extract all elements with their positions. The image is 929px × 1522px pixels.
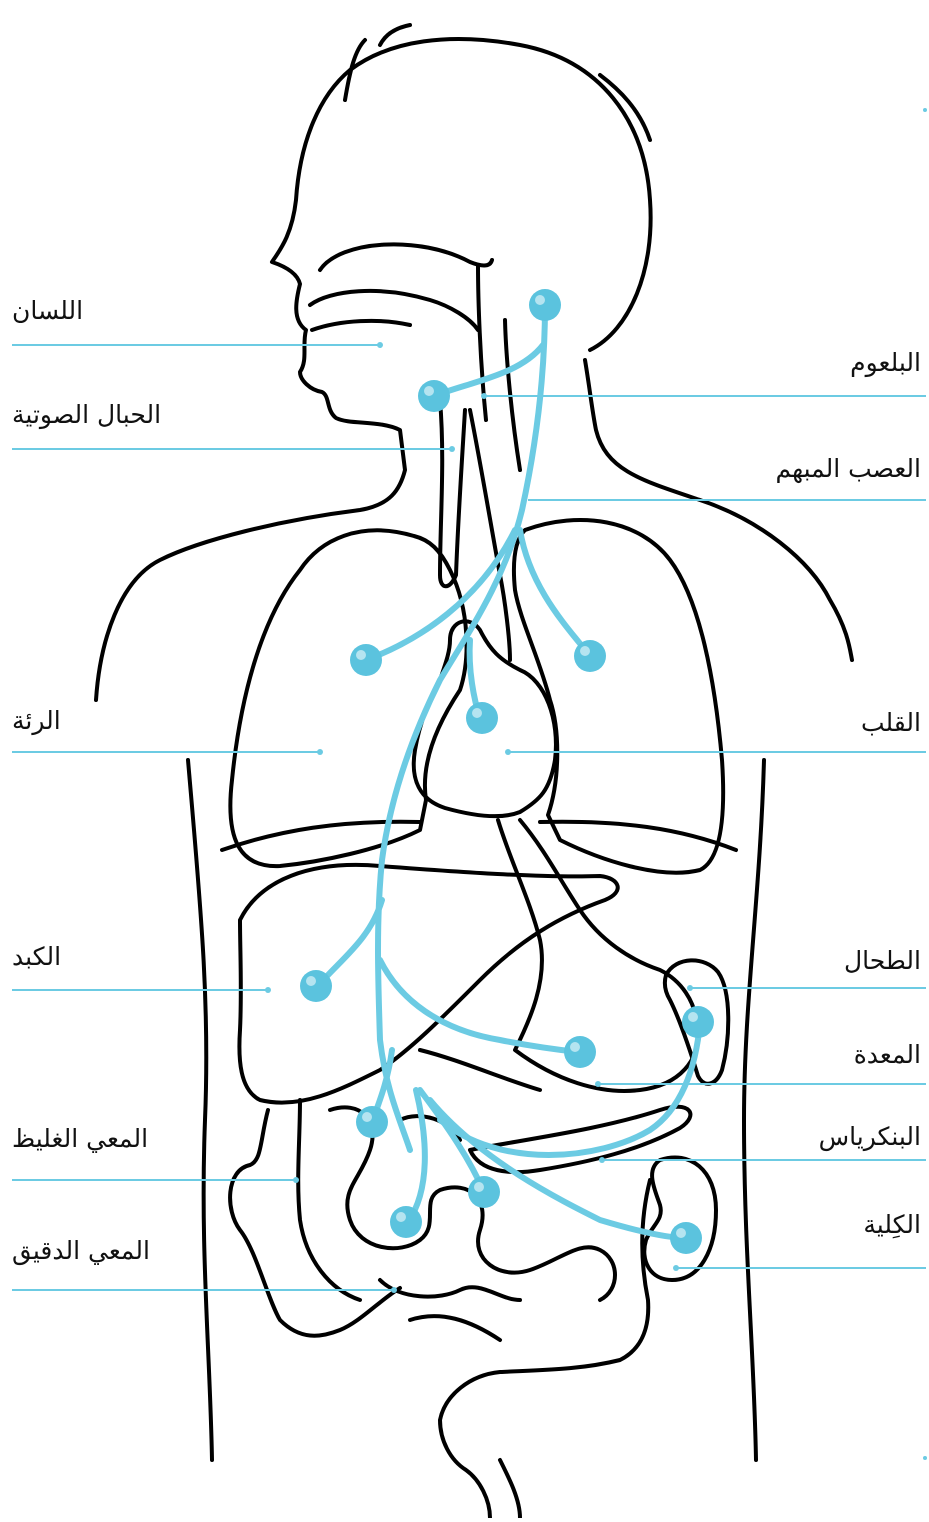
label-spleen: الطحال [844, 948, 921, 973]
vagus-nerve-branches [318, 305, 700, 1238]
right-torso-outline [744, 760, 764, 1460]
nerve-node-stomach [564, 1036, 596, 1068]
nerve-node-spleen [682, 1006, 714, 1038]
nasal-cavity-outline [310, 244, 492, 330]
body-outline [96, 25, 852, 1518]
leader-dot-vocal-cords [449, 446, 455, 452]
label-large-intestine: المعي الغليظ [12, 1126, 148, 1151]
left-torso-outline [188, 760, 212, 1460]
leader-dot-kidney [673, 1265, 679, 1271]
nerve-branch-stomach [380, 960, 578, 1052]
label-heart: القلب [861, 710, 921, 735]
nerve-nodes [300, 289, 714, 1254]
label-liver: الكبد [12, 944, 61, 969]
nerve-node-pancreas [468, 1176, 500, 1208]
nerve-node-colon [356, 1106, 388, 1138]
leader-dot-lung [317, 749, 323, 755]
leader-dot-esophagus [481, 393, 487, 399]
nerve-node-small-intestine [390, 1206, 422, 1238]
leader-dot-spleen [687, 985, 693, 991]
nerve-node-brainstem [529, 289, 561, 321]
stomach-outline [498, 820, 698, 1091]
nerve-branch-small-intestine [408, 1090, 425, 1222]
diaphragm-outline [222, 822, 736, 850]
label-esophagus: البلعوم [850, 350, 921, 375]
leader-dot-tongue [377, 342, 383, 348]
label-kidney: الكِلية [863, 1212, 921, 1237]
leader-lines [12, 345, 926, 1290]
nerve-node-left-lung [350, 644, 382, 676]
label-lung: الرئة [12, 708, 61, 733]
label-vocal-cords: الحبال الصوتية [12, 402, 161, 427]
nerve-branch-kidney [430, 1100, 686, 1238]
label-stomach: المعدة [854, 1042, 921, 1067]
leader-dot-stomach [595, 1081, 601, 1087]
nerve-node-kidney [670, 1222, 702, 1254]
label-tongue: اللسان [12, 298, 83, 323]
nerve-node-right-lung [574, 640, 606, 672]
nerve-node-heart [466, 702, 498, 734]
label-small-intestine: المعي الدقيق [12, 1238, 150, 1263]
label-pancreas: البنكرياس [819, 1124, 921, 1149]
liver-outline [239, 865, 617, 1103]
nerve-node-larynx [418, 380, 450, 412]
leader-dots [265, 108, 927, 1460]
nerve-branch-larynx [434, 345, 543, 396]
head-outline [96, 39, 651, 700]
label-vagus-nerve: العصب المبهم [775, 456, 921, 481]
right-shoulder-outline [585, 360, 852, 660]
kidney-outline [644, 1157, 716, 1280]
leader-dot-pancreas [599, 1157, 605, 1163]
leader-dot-large-intestine [293, 1177, 299, 1183]
edge-dot-bottom [923, 1456, 927, 1460]
nerve-trunk [378, 305, 545, 1150]
nerve-node-liver [300, 970, 332, 1002]
leader-dot-liver [265, 987, 271, 993]
nerve-branch-liver [318, 900, 382, 986]
edge-dot-top [923, 108, 927, 112]
leader-dot-small-intestine [391, 1287, 397, 1293]
leader-dot-heart [505, 749, 511, 755]
